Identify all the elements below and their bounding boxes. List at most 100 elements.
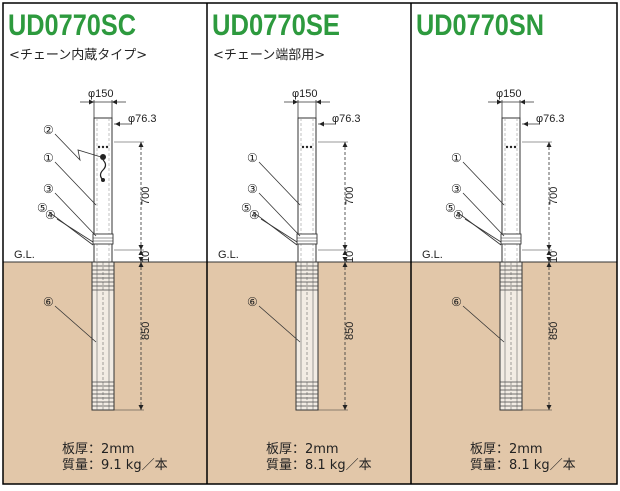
dimension-arrow [520,99,525,105]
callout-leader [252,211,298,246]
rivet [309,145,313,149]
collar-band [92,233,114,245]
collar-band [500,233,522,245]
callout-leader [464,218,502,243]
outer-diameter-label: φ150 [496,88,522,100]
dimension-arrow [342,250,348,255]
callout-number: ② [43,123,54,137]
callout-leader [56,218,94,243]
rivet [305,145,309,149]
dimension-arrow [319,121,324,127]
dimension-arrow [138,142,144,147]
outer-diameter-label: φ150 [292,88,318,100]
collar-band [296,233,318,245]
callout-number: ① [451,151,462,165]
height-700-label: 700 [140,187,152,205]
dimension-arrow [546,250,552,255]
dimension-arrow [342,142,348,147]
gap-10-label: 10 [140,251,152,263]
dimension-arrow [523,121,528,127]
dimension-arrow [112,99,117,105]
pipe-diameter-label: φ76.3 [536,113,565,125]
model-subtitle: <チェーン端部用> [213,48,325,63]
pipe-diameter-label: φ76.3 [332,113,361,125]
panel-1: UD0770SC<チェーン内蔵タイプ>φ150φ76.370010850G.L.… [8,9,168,473]
callout-number: ③ [43,182,54,196]
rivet [505,145,509,149]
callout-leader [54,192,97,237]
ground-line-label: G.L. [218,249,239,261]
callout-leader [258,161,301,206]
callout-number: ④ [45,208,56,222]
callout-leader [258,305,301,343]
callout-leader [462,192,505,237]
dimension-arrow [546,257,552,262]
callout-leader [48,211,94,246]
gap-10-label: 10 [548,251,560,263]
dimension-arrow [342,257,348,262]
rivet [509,145,513,149]
dimension-arrow [546,245,552,250]
rivet [301,145,305,149]
model-title: UD0770SN [416,9,544,42]
chain-end [101,178,105,182]
rivet [101,145,105,149]
outer-diameter-label: φ150 [88,88,114,100]
dimension-arrow [138,257,144,262]
callout-leader [456,211,502,246]
callout-number: ⑥ [247,295,258,309]
callout-number: ① [43,151,54,165]
dimension-arrow [293,99,298,105]
callout-leader [462,305,505,343]
height-700-label: 700 [548,187,560,205]
callout-number: ⑥ [43,295,54,309]
dimension-arrow [316,99,321,105]
dimension-arrow [342,405,348,410]
callout-number: ④ [249,208,260,222]
pipe-diameter-label: φ76.3 [128,113,157,125]
dimension-arrow [138,262,144,267]
callout-leader [258,192,301,237]
dimension-arrow [546,142,552,147]
callout-number: ① [247,151,258,165]
callout-number: ③ [247,182,258,196]
dimension-arrow [138,405,144,410]
height-700-label: 700 [344,187,356,205]
weight-spec: 質量：8.1 kg／本 [266,458,372,473]
dimension-arrow [115,121,120,127]
plate-thickness: 板厚：2mm [266,442,339,457]
plate-thickness: 板厚：2mm [62,442,135,457]
panel-3: UD0770SNφ150φ76.370010850G.L.①③⑤④⑥板厚：2mm… [416,9,576,473]
dimension-arrow [342,262,348,267]
chain-link [99,159,107,181]
model-title: UD0770SC [8,9,136,42]
callout-number: ⑤ [241,201,252,215]
ground-line-label: G.L. [14,249,35,261]
dimension-arrow [342,245,348,250]
callout-number: ④ [453,208,464,222]
plate-thickness: 板厚：2mm [470,442,543,457]
depth-850-label: 850 [548,322,560,340]
rivet [513,145,517,149]
panel-2: UD0770SE <チェーン端部用> φ150 φ76.3 700 10 850 G.L. ① ③… [212,9,372,473]
gap-10-label: 10 [344,251,356,263]
callout-number: ③ [451,182,462,196]
model-subtitle: <チェーン内蔵タイプ> [9,47,147,63]
rivet [97,145,101,149]
callout-leader [462,161,505,206]
callout-leader [54,305,97,343]
dimension-arrow [546,262,552,267]
weight-spec: 質量：9.1 kg／本 [62,458,168,473]
model-title: UD0770SE [212,9,340,42]
callout-leader [260,218,298,243]
depth-850-label: 850 [344,322,356,340]
ground-line-label: G.L. [422,249,443,261]
callout-leader [54,161,97,206]
callout-leader [54,133,102,162]
outer-frame [2,2,618,485]
callout-number: ⑤ [37,201,48,215]
chain-hook [100,154,106,160]
dimension-arrow [89,99,94,105]
